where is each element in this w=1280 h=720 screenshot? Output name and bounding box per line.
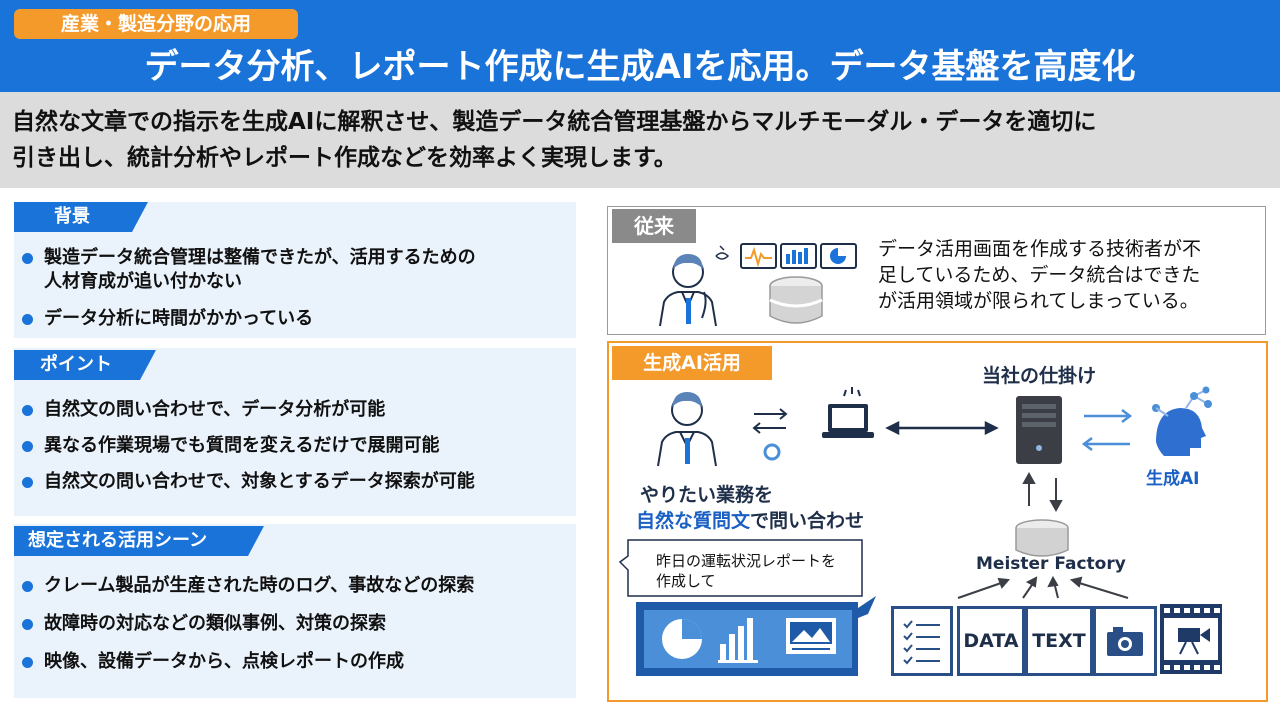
query-rest: で問い合わせ — [750, 510, 865, 532]
dashboard-monitor-icon — [740, 243, 857, 269]
conventional-description: データ活用画面を作成する技術者が不 足しているため、データ統合はできた が活用領… — [878, 236, 1201, 314]
ai-brain-icon — [1152, 386, 1212, 456]
bullet-dot — [22, 441, 33, 452]
category-tag: 産業・製造分野の応用 — [14, 9, 298, 39]
ai-label: 生成AI — [1146, 469, 1200, 489]
lead-line-2: 引き出し、統計分析やレポート作成などを効率よく実現します。 — [12, 145, 677, 171]
points-item-1: 自然文の問い合わせで、データ分析が可能 — [44, 399, 386, 420]
conventional-label: 従来 — [612, 209, 696, 243]
camera-icon — [1107, 627, 1143, 656]
background-item-2: データ分析に時間がかかっている — [44, 308, 314, 329]
camera-source-box — [1093, 606, 1157, 676]
bullet-dot — [22, 477, 33, 488]
conventional-line-3: が活用領域が限られてしまっている。 — [878, 290, 1199, 312]
lead-text: 自然な文章での指示を生成AIに解釈させ、製造データ統合管理基盤からマルチモーダル… — [12, 104, 1274, 176]
thinking-person-icon — [659, 245, 730, 327]
points-item-3: 自然文の問い合わせで、対象とするデータ探索が可能 — [44, 471, 475, 492]
scenes-item-2: 故障時の対応などの類似事例、対策の探索 — [44, 613, 386, 634]
database-icon — [769, 276, 823, 324]
laptop-icon — [822, 387, 874, 438]
bubble-line-2: 作成して — [656, 572, 716, 590]
bar-chart-icon — [718, 618, 758, 663]
source-arrows-icon — [957, 575, 1129, 599]
query-line-2: 自然な質問文で問い合わせ — [636, 508, 864, 534]
scenes-item-3: 映像、設備データから、点検レポートの作成 — [44, 651, 404, 672]
genai-label: 生成AI活用 — [612, 346, 772, 380]
lead-band — [0, 92, 1280, 188]
background-item-1-cont: 人材育成が追い付かない — [44, 271, 242, 292]
mechanism-title: 当社の仕掛け — [982, 365, 1097, 387]
points-header: ポイント — [14, 350, 156, 380]
server-icon — [1016, 396, 1062, 464]
bullet-dot — [22, 657, 33, 668]
user-person-icon — [657, 392, 717, 467]
video-source-icon — [1160, 604, 1222, 674]
query-highlight: 自然な質問文 — [636, 510, 751, 532]
server-ai-arrows-icon — [1081, 409, 1133, 451]
request-bubble-text: 昨日の運転状況レポートを 作成して — [656, 551, 836, 591]
page-title: データ分析、レポート作成に生成AIを応用。データ基盤を高度化 — [144, 47, 1136, 87]
loop-circle-icon — [763, 443, 781, 461]
lead-line-1: 自然な文章での指示を生成AIに解釈させ、製造データ統合管理基盤からマルチモーダル… — [12, 109, 1097, 135]
background-header: 背景 — [14, 202, 148, 232]
request-bubble-shape — [618, 539, 863, 597]
platform-database-icon — [1015, 519, 1069, 557]
bullet-dot — [22, 581, 33, 592]
conventional-line-1: データ活用画面を作成する技術者が不 — [878, 238, 1202, 260]
background-item-1: 製造データ統合管理は整備できたが、活用するための — [44, 247, 476, 268]
vertical-arrows-icon — [1022, 471, 1063, 513]
scenes-header: 想定される活用シーン — [14, 526, 264, 556]
list-source-box — [891, 606, 953, 676]
conventional-line-2: 足しているため、データ統合はできた — [878, 264, 1201, 286]
bullet-dot — [22, 314, 33, 325]
checklist-icon — [903, 620, 940, 665]
bullet-dot — [22, 619, 33, 630]
genai-diagram — [618, 386, 1222, 676]
scenes-item-1: クレーム製品が生産された時のログ、事故などの探索 — [44, 575, 475, 596]
bullet-dot — [22, 253, 33, 264]
conventional-box — [607, 206, 1266, 335]
platform-name: Meister Factory — [976, 554, 1126, 574]
exchange-arrows-icon — [752, 408, 788, 434]
query-line-1: やりたい業務を — [640, 484, 774, 506]
bubble-line-1: 昨日の運転状況レポートを — [656, 552, 837, 570]
double-arrow-icon — [885, 420, 999, 436]
image-report-icon — [786, 618, 836, 654]
data-source-box: DATA — [957, 606, 1025, 676]
text-source-box: TEXT — [1025, 606, 1093, 676]
pie-chart-icon — [662, 619, 702, 659]
bullet-dot — [22, 405, 33, 416]
conventional-illustration — [659, 243, 857, 327]
points-item-2: 異なる作業現場でも質問を変えるだけで展開可能 — [44, 435, 440, 456]
